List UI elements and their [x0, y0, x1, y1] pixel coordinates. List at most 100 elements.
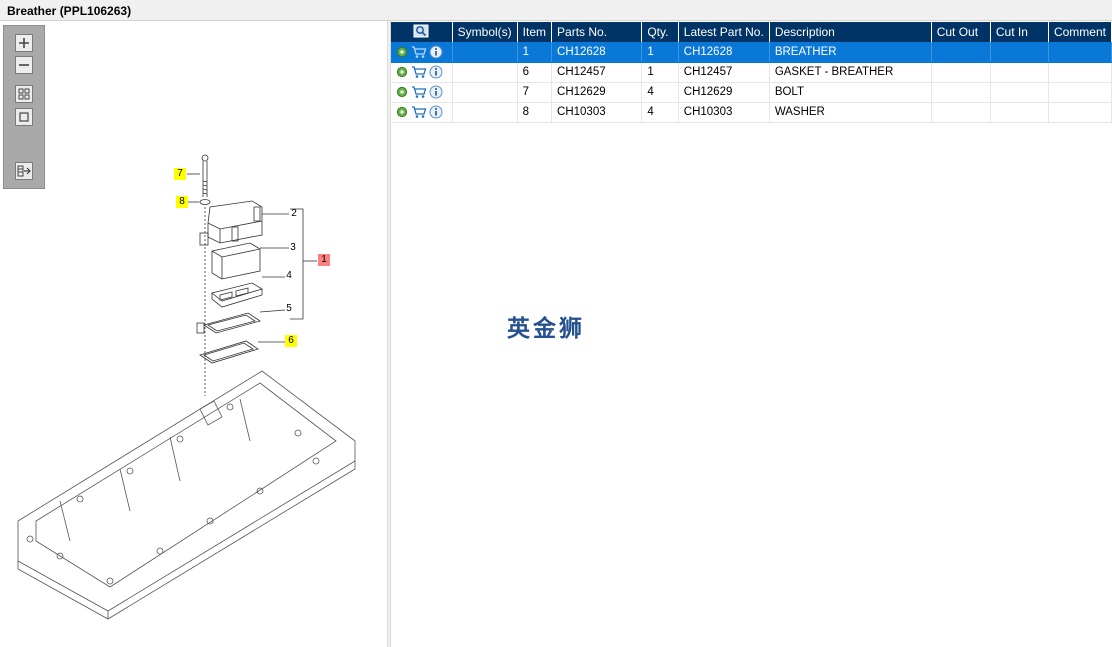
column-header-qty[interactable]: Qty. [641, 22, 679, 42]
info-icon[interactable] [429, 45, 443, 59]
cell-symbols [452, 42, 518, 63]
gasket-breather-drawing [199, 340, 285, 364]
cell-comment [1048, 82, 1112, 103]
cell-cut-out [931, 102, 991, 123]
table-row[interactable]: 6 CH12457 1 CH12457 GASKET - BREATHER [391, 62, 1112, 83]
cell-comment [1048, 62, 1112, 83]
filter-element-drawing [211, 226, 289, 280]
cell-symbols [452, 82, 518, 103]
cell-item: 8 [517, 102, 553, 123]
actual-size-icon [19, 112, 29, 122]
callout-6[interactable]: 6 [285, 335, 297, 347]
cell-comment [1048, 102, 1112, 123]
parts-list-pane: Symbol(s) Item Parts No. Qty. Latest Par… [391, 21, 1112, 647]
info-icon[interactable] [429, 85, 443, 99]
export-icon [17, 165, 31, 177]
gear-icon[interactable] [395, 45, 409, 59]
row-actions [391, 102, 453, 123]
column-header-cut-in[interactable]: Cut In [990, 22, 1049, 42]
cell-description: GASKET - BREATHER [769, 62, 932, 83]
column-header-comment[interactable]: Comment [1048, 22, 1112, 42]
cell-cut-in [990, 62, 1049, 83]
cart-icon[interactable] [411, 45, 427, 59]
zoom-in-button[interactable] [15, 34, 33, 52]
cell-qty: 1 [641, 62, 679, 83]
callout-4[interactable]: 4 [286, 270, 292, 281]
callout-7[interactable]: 7 [174, 168, 186, 180]
zoom-toolbar [3, 25, 45, 189]
cell-latest-part-no: CH12457 [678, 62, 770, 83]
cell-item: 6 [517, 62, 553, 83]
cart-icon[interactable] [411, 85, 427, 99]
header-search-cell[interactable] [391, 22, 453, 42]
watermark: 英金狮 [507, 316, 585, 342]
cell-qty: 1 [641, 42, 679, 63]
parts-table: Symbol(s) Item Parts No. Qty. Latest Par… [391, 22, 1112, 123]
cell-latest-part-no: CH12629 [678, 82, 770, 103]
cell-symbols [452, 62, 518, 83]
zoom-in-icon [19, 38, 29, 48]
info-icon[interactable] [429, 105, 443, 119]
zoom-out-button[interactable] [15, 56, 33, 74]
table-row[interactable]: 8 CH10303 4 CH10303 WASHER [391, 102, 1112, 123]
cell-parts-no: CH12628 [551, 42, 643, 63]
column-header-item[interactable]: Item [517, 22, 553, 42]
search-icon[interactable] [413, 24, 429, 38]
table-header-row: Symbol(s) Item Parts No. Qty. Latest Par… [391, 22, 1112, 42]
cell-cut-out [931, 62, 991, 83]
plate-drawing [211, 276, 285, 308]
column-header-symbols[interactable]: Symbol(s) [452, 22, 518, 42]
export-button[interactable] [15, 162, 33, 180]
table-row[interactable]: 7 CH12629 4 CH12629 BOLT [391, 82, 1112, 103]
cell-latest-part-no: CH10303 [678, 102, 770, 123]
cell-description: WASHER [769, 102, 932, 123]
cell-cut-out [931, 82, 991, 103]
info-icon[interactable] [429, 65, 443, 79]
gear-icon[interactable] [395, 105, 409, 119]
row-actions [391, 82, 453, 103]
bolt-drawing [187, 154, 209, 197]
fit-all-button[interactable] [15, 85, 33, 103]
zoom-out-icon [19, 64, 29, 66]
table-row[interactable]: 1 CH12628 1 CH12628 BREATHER [391, 42, 1112, 63]
illustration-pane[interactable]: 7 8 2 3 1 4 5 6 [0, 21, 387, 647]
cell-cut-in [990, 42, 1049, 63]
window-title: Breather (PPL106263) [7, 4, 132, 18]
cell-item: 1 [517, 42, 553, 63]
column-header-description[interactable]: Description [769, 22, 932, 42]
row-actions [391, 42, 453, 63]
cover-drawing [199, 200, 289, 246]
cart-icon[interactable] [411, 105, 427, 119]
callout-2[interactable]: 2 [291, 208, 297, 219]
column-header-latest-part-no[interactable]: Latest Part No. [678, 22, 770, 42]
cell-parts-no: CH12629 [551, 82, 643, 103]
exploded-parts-diagram[interactable] [0, 21, 387, 647]
column-header-cut-out[interactable]: Cut Out [931, 22, 991, 42]
column-header-parts-no[interactable]: Parts No. [551, 22, 643, 42]
gear-icon[interactable] [395, 85, 409, 99]
pane-splitter[interactable] [387, 21, 391, 647]
cell-parts-no: CH10303 [551, 102, 643, 123]
callout-5[interactable]: 5 [286, 303, 292, 314]
base-frame-drawing [17, 370, 356, 620]
cell-item: 7 [517, 82, 553, 103]
actual-size-button[interactable] [15, 108, 33, 126]
cell-latest-part-no: CH12628 [678, 42, 770, 63]
callout-1[interactable]: 1 [318, 254, 330, 266]
gear-icon[interactable] [395, 65, 409, 79]
cell-qty: 4 [641, 102, 679, 123]
cell-qty: 4 [641, 82, 679, 103]
row-actions [391, 62, 453, 83]
cart-icon[interactable] [411, 65, 427, 79]
fit-all-icon [18, 88, 30, 100]
cell-cut-in [990, 102, 1049, 123]
cell-description: BREATHER [769, 42, 932, 63]
callout-3[interactable]: 3 [290, 242, 296, 253]
cell-cut-in [990, 82, 1049, 103]
cell-cut-out [931, 42, 991, 63]
assembly-bracket [290, 208, 304, 320]
washer-drawing [187, 199, 211, 205]
title-bar: Breather (PPL106263) [0, 0, 1112, 21]
cell-description: BOLT [769, 82, 932, 103]
callout-8[interactable]: 8 [176, 196, 188, 208]
